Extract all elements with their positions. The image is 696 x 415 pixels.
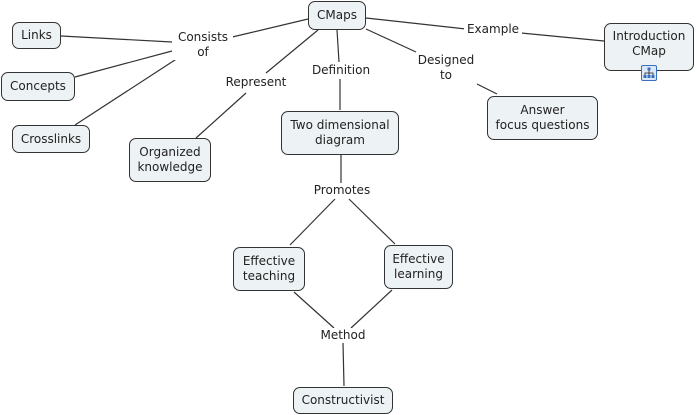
- concept-label: Crosslinks: [20, 131, 82, 146]
- line-method-constructivist: [342, 342, 345, 387]
- concept-answer-focus-questions[interactable]: Answer focus questions: [487, 96, 598, 140]
- concept-constructivist[interactable]: Constructivist: [293, 387, 393, 414]
- line-promotes-teaching: [289, 198, 336, 246]
- link-phrase-definition[interactable]: Definition: [309, 63, 373, 78]
- line-cmaps-definition: [336, 29, 340, 63]
- concept-label: Constructivist: [301, 393, 385, 407]
- concept-label: Effective teaching: [242, 254, 296, 283]
- concept-cmaps[interactable]: CMaps: [308, 1, 366, 30]
- link-phrase-represent[interactable]: Represent: [222, 75, 290, 90]
- concept-label: Answer focus questions: [495, 103, 590, 132]
- link-phrase-designed-to[interactable]: Designed to: [416, 53, 476, 83]
- line-teaching-method: [293, 291, 335, 329]
- concept-label: Two dimensional diagram: [290, 118, 390, 147]
- line-consists-links: [60, 35, 173, 43]
- line-cmaps-represent: [265, 29, 319, 74]
- concept-introduction-cmap[interactable]: Introduction CMap: [604, 23, 694, 71]
- line-promotes-learning: [348, 198, 396, 245]
- concept-label: Effective learning: [392, 252, 445, 281]
- concept-label: CMaps: [317, 8, 357, 22]
- line-consists-concepts: [74, 50, 173, 78]
- link-phrase-method[interactable]: Method: [317, 328, 369, 343]
- concept-label: Introduction CMap: [612, 29, 686, 58]
- concept-effective-learning[interactable]: Effective learning: [384, 245, 453, 289]
- line-consists-crosslinks: [74, 57, 179, 126]
- concept-effective-teaching[interactable]: Effective teaching: [233, 247, 305, 291]
- line-represent-organized: [195, 92, 247, 139]
- concept-crosslinks[interactable]: Crosslinks: [12, 125, 90, 153]
- hierarchy-icon: [643, 67, 655, 78]
- concept-links[interactable]: Links: [12, 22, 61, 49]
- line-cmaps-consists: [227, 18, 309, 39]
- concept-label: Organized knowledge: [137, 145, 203, 174]
- line-cmaps-example: [365, 17, 467, 30]
- line-learning-method: [350, 289, 393, 329]
- concept-organized-knowledge[interactable]: Organized knowledge: [129, 138, 211, 182]
- link-phrase-promotes[interactable]: Promotes: [311, 183, 373, 198]
- line-designed-answer: [476, 83, 498, 95]
- concept-concepts[interactable]: Concepts: [1, 72, 75, 101]
- cmap-resource-icon[interactable]: [641, 65, 657, 81]
- line-example-intro: [520, 32, 605, 42]
- concept-label: Concepts: [10, 79, 66, 93]
- link-phrase-example[interactable]: Example: [464, 22, 522, 37]
- concept-label: Links: [21, 28, 52, 42]
- line-cmaps-designed: [365, 28, 417, 53]
- link-phrase-consists-of[interactable]: Consists of: [173, 30, 233, 60]
- concept-two-dimensional-diagram[interactable]: Two dimensional diagram: [281, 111, 399, 155]
